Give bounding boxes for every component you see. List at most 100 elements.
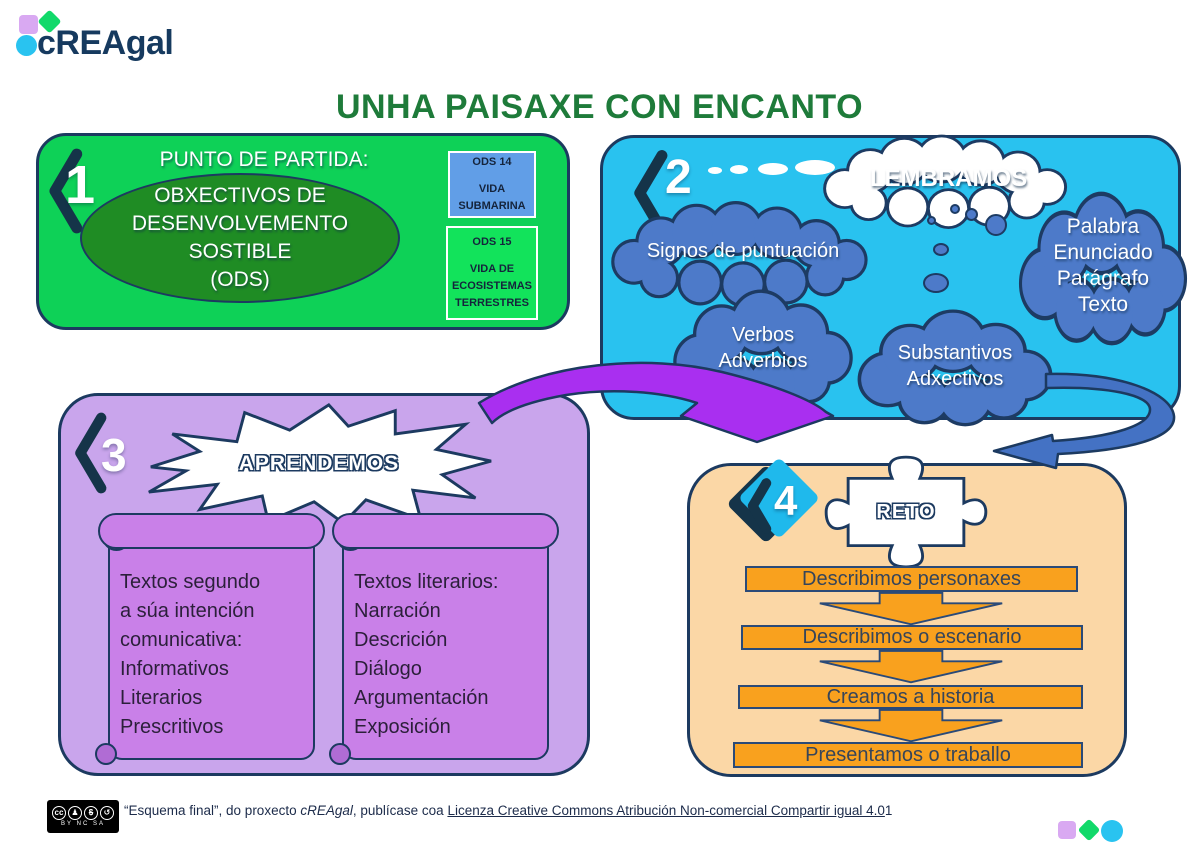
thought-bubble bbox=[708, 167, 722, 174]
footer-middle: , publícase coa bbox=[352, 803, 448, 818]
section-number: 2 bbox=[665, 151, 692, 204]
cloud-text: Verbos bbox=[731, 324, 795, 346]
section-number: 1 bbox=[65, 155, 96, 215]
cloud-text: Adxectivos bbox=[906, 368, 1004, 390]
ellipse-line: OBXECTIVOS DE bbox=[154, 184, 326, 207]
starburst-shape: APRENDEMOS bbox=[143, 401, 495, 527]
section-number: 3 bbox=[101, 429, 127, 481]
logo-circle-icon bbox=[16, 35, 37, 56]
cloud-text: Substantivos bbox=[897, 342, 1013, 364]
ellipse-line: (ODS) bbox=[210, 268, 270, 291]
scroll-line: comunicativa: bbox=[120, 629, 243, 651]
ods15-line: ODS 15 bbox=[472, 236, 512, 248]
ellipse-line: DESENVOLVEMENTO bbox=[131, 212, 349, 235]
cloud-text: Adverbios bbox=[718, 350, 808, 372]
bubble bbox=[923, 273, 949, 293]
license-link[interactable]: Licenza Creative Commons Atribución Non-… bbox=[447, 803, 885, 818]
cloud-signos: Signos de puntuación bbox=[609, 206, 877, 296]
ods14-line: SUBMARINA bbox=[458, 200, 526, 212]
cloud-text: Signos de puntuación bbox=[646, 240, 840, 262]
scroll-body bbox=[108, 531, 315, 760]
ellipse-line: SOSTIBLE bbox=[188, 240, 292, 263]
page-title: UNHA PAISAXE CON ENCANTO bbox=[335, 88, 864, 126]
thought-bubble bbox=[758, 163, 788, 175]
cloud-text: Palabra bbox=[1066, 215, 1140, 238]
ods14-card: ODS 14 VIDA SUBMARINA bbox=[448, 151, 536, 218]
scroll-line: Textos literarios: bbox=[354, 571, 499, 593]
chevron-icon bbox=[747, 478, 772, 534]
cloud-text: Texto bbox=[1077, 293, 1129, 316]
step-bar: Describimos o escenario bbox=[741, 625, 1083, 650]
ods15-card: ODS 15 VIDA DE ECOSISTEMAS TERRESTRES bbox=[446, 226, 538, 320]
section-aprendemos: 3 APRENDEMOS Textos segundo a súa intenc… bbox=[58, 393, 590, 776]
cloud-text: Enunciado bbox=[1053, 241, 1153, 264]
corner-square-icon bbox=[1058, 821, 1076, 839]
scroll-line: Textos segundo bbox=[120, 571, 261, 593]
cc-icon: cc bbox=[52, 806, 66, 820]
bubble bbox=[965, 208, 978, 221]
cloud-verbos: Verbos Adverbios bbox=[669, 289, 857, 407]
step-arrow-icon bbox=[819, 650, 1003, 684]
step-arrow-icon bbox=[819, 592, 1003, 626]
scroll-line: Descrición bbox=[354, 629, 448, 651]
scroll-textos-literarios: Textos literarios: Narración Descrición … bbox=[329, 513, 559, 765]
section3-heading: APRENDEMOS bbox=[238, 452, 400, 475]
ods15-line: ECOSISTEMAS bbox=[451, 280, 533, 292]
footer-prefix: “Esquema final”, do proxecto bbox=[124, 803, 301, 818]
section1-heading: PUNTO DE PARTIDA: bbox=[159, 148, 369, 171]
scroll-roll bbox=[98, 513, 325, 549]
ods14-line: ODS 14 bbox=[472, 156, 512, 168]
scroll-textos-intencion: Textos segundo a súa intención comunicat… bbox=[95, 513, 325, 765]
scroll-curl-icon bbox=[95, 743, 117, 765]
scroll-line: a súa intención bbox=[120, 600, 255, 622]
logo-square-icon bbox=[19, 15, 38, 34]
cc-badge-labels: BY NC SA bbox=[61, 821, 105, 827]
cc-license-badge: cc ♟ $ ↺ BY NC SA bbox=[47, 800, 119, 833]
scroll-line: Literarios bbox=[120, 687, 203, 709]
scroll-roll bbox=[332, 513, 559, 549]
bubble bbox=[985, 214, 1007, 236]
step-arrow-icon bbox=[819, 709, 1003, 743]
bubble bbox=[927, 216, 936, 225]
scroll-line: Narración bbox=[354, 600, 441, 622]
cloud-palabra: Palabra Enunciado Parágrafo Texto bbox=[1015, 191, 1191, 341]
cloud-substantivos: Substantivos Adxectivos bbox=[853, 309, 1057, 423]
corner-diamond-icon bbox=[1077, 818, 1101, 842]
step-bar: Describimos personaxes bbox=[745, 566, 1078, 592]
bubble bbox=[933, 243, 949, 256]
footer-project: cREAgal bbox=[300, 803, 353, 818]
thought-bubble bbox=[795, 160, 835, 175]
cc-sa-icon: ↺ bbox=[100, 806, 114, 820]
cc-by-icon: ♟ bbox=[68, 806, 82, 820]
footer-attribution: “Esquema final”, do proxecto cREAgal, pu… bbox=[124, 803, 892, 818]
ods15-line: TERRESTRES bbox=[455, 297, 529, 309]
puzzle-icon: RETO bbox=[824, 455, 988, 569]
corner-circle-icon bbox=[1101, 820, 1123, 842]
step-bar: Creamos a historia bbox=[738, 685, 1083, 709]
scroll-line: Diálogo bbox=[354, 658, 422, 680]
cloud-text: Parágrafo bbox=[1056, 267, 1150, 290]
scroll-line: Exposición bbox=[354, 716, 451, 738]
cc-nc-icon: $ bbox=[84, 806, 98, 820]
section2-heading: LEMBRAMOS bbox=[869, 165, 1028, 192]
bubble bbox=[950, 204, 960, 214]
lembramos-cloud: LEMBRAMOS bbox=[821, 139, 1076, 219]
ods14-line: VIDA bbox=[478, 183, 506, 195]
scroll-line: Argumentación bbox=[354, 687, 489, 709]
chevron-icon bbox=[75, 412, 107, 494]
section4-heading: RETO bbox=[876, 500, 936, 523]
step-bar: Presentamos o traballo bbox=[733, 742, 1083, 768]
logo-text: cREAgal bbox=[37, 24, 174, 62]
section-punto-de-partida: 1 PUNTO DE PARTIDA: OBXECTIVOS DE DESENV… bbox=[36, 133, 570, 330]
section-reto: 4 RETO Describimos personaxes Describimo… bbox=[687, 455, 1127, 777]
scroll-line: Prescritivos bbox=[120, 716, 224, 738]
ods-ellipse: OBXECTIVOS DE DESENVOLVEMENTO SOSTIBLE (… bbox=[80, 173, 400, 303]
scroll-curl-icon bbox=[329, 743, 351, 765]
section-number: 4 bbox=[774, 477, 798, 524]
footer-suffix: 1 bbox=[884, 803, 893, 818]
scroll-line: Informativos bbox=[120, 658, 229, 680]
thought-bubble bbox=[730, 165, 748, 174]
section-lembramos: 2 LEMBRAMOS Signos de puntuación Palabra… bbox=[600, 135, 1181, 420]
chevron-icon bbox=[49, 148, 83, 234]
ods15-line: VIDA DE bbox=[469, 263, 515, 275]
